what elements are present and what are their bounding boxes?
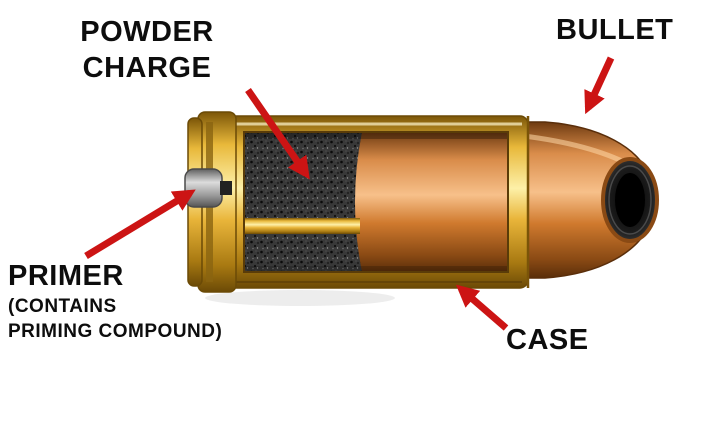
- primer-sub-line1: (CONTAINS: [8, 296, 117, 317]
- bullet-label-text: BULLET: [556, 14, 674, 46]
- callout-arrows: [84, 56, 615, 331]
- ground-shadow: [205, 290, 395, 306]
- primer-sub-line2: PRIMING COMPOUND): [8, 321, 223, 342]
- label-bullet: BULLET: [556, 12, 673, 48]
- hollow-point-cavity: [601, 157, 659, 243]
- arrow-powder-charge: [245, 88, 310, 180]
- arrow-primer: [84, 189, 196, 259]
- primer-label-text: PRIMER: [8, 260, 124, 292]
- case-label-text: CASE: [506, 324, 589, 356]
- powder-cutaway: [244, 132, 362, 272]
- label-powder-charge: POWDER CHARGE: [42, 14, 252, 86]
- case-body: [227, 115, 530, 289]
- flash-hole: [220, 181, 232, 195]
- label-primer: PRIMER (CONTAINS PRIMING COMPOUND): [8, 258, 222, 344]
- powder-charge-line1: POWDER: [80, 16, 214, 48]
- arrow-bullet: [584, 56, 615, 115]
- arrow-case: [455, 284, 509, 331]
- sectioned-wall-band: [244, 218, 360, 234]
- powder-charge-line2: CHARGE: [82, 52, 212, 84]
- label-case: CASE: [506, 322, 589, 358]
- cutaway-window: [243, 131, 509, 273]
